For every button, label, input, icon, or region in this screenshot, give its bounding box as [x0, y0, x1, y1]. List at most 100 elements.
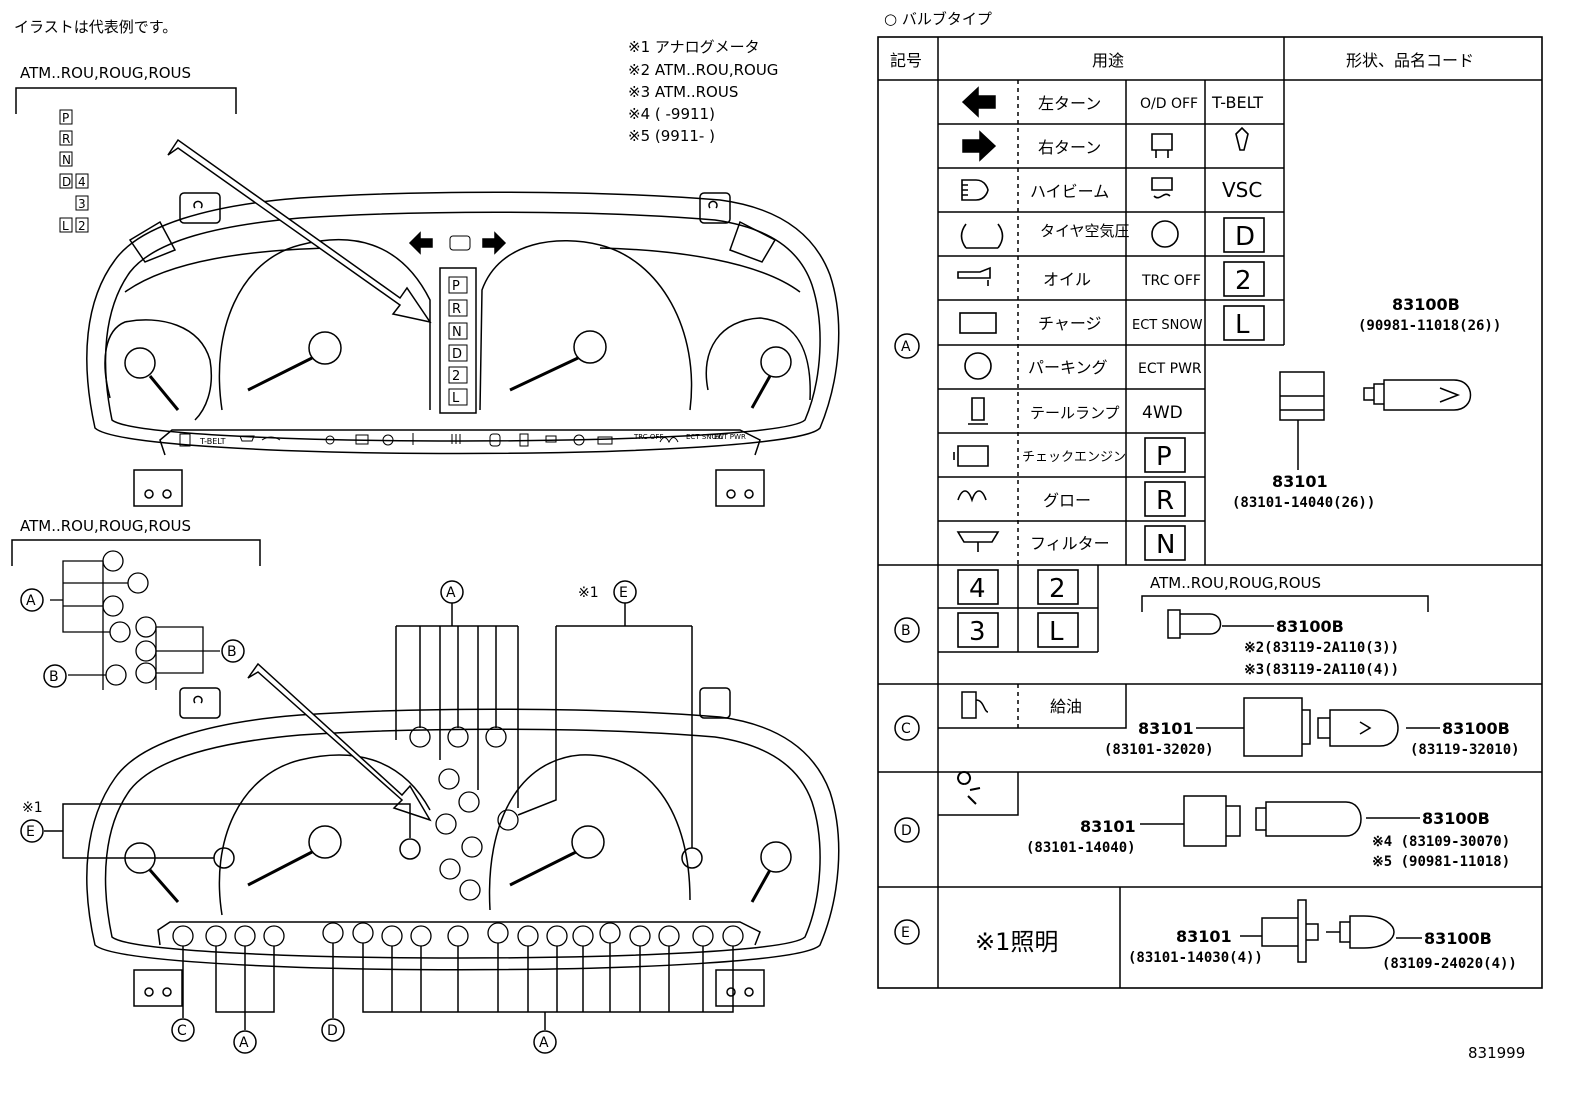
cluster-bottom: ATM..ROU,ROUG,ROUS A B B	[11, 517, 840, 1054]
ind-4wd: 4WD	[1142, 403, 1183, 423]
svg-text:※5 (90981-11018): ※5 (90981-11018)	[1372, 854, 1510, 870]
note-4: ※4 ( -9911)	[628, 105, 715, 123]
ind-d: D	[1235, 222, 1255, 252]
svg-text:(83101-14040(26)): (83101-14040(26))	[1232, 495, 1375, 511]
svg-text:(83101-14030(4)): (83101-14030(4))	[1128, 950, 1263, 966]
pointer-arrow-top	[167, 138, 432, 324]
svg-text:B: B	[227, 644, 237, 660]
telltale-strip-top	[159, 429, 761, 456]
oil-icon	[261, 436, 281, 441]
ind-od-off: O/D OFF	[1140, 96, 1198, 112]
svg-text:※3(83119-2A110(4)): ※3(83119-2A110(4))	[1244, 662, 1399, 678]
use-fuel: 給油	[1050, 697, 1082, 716]
cluster-bottom-outer	[86, 708, 840, 971]
svg-text:E: E	[619, 585, 628, 601]
filter-icon	[956, 531, 1000, 552]
model-label-top: ATM..ROU,ROUG,ROUS	[20, 64, 191, 82]
left-turn-icon	[408, 231, 433, 255]
ind-ect-pwr: ECT PWR	[1138, 361, 1202, 377]
svg-text:A: A	[239, 1035, 249, 1051]
svg-text:E: E	[26, 824, 35, 840]
model-bracket-top	[15, 87, 237, 114]
abs-icon	[573, 434, 585, 446]
use-tire-pressure: タイヤ空気圧	[1040, 222, 1130, 240]
engine-icon	[597, 436, 613, 445]
note-5: ※5 (9911- )	[628, 127, 715, 145]
right-turn-icon	[482, 231, 507, 255]
row-c-bulb-icon	[1317, 709, 1399, 747]
use-left-turn: 左ターン	[1038, 94, 1101, 113]
gear-window-top	[439, 267, 477, 414]
use-high-beam: ハイビーム	[1030, 182, 1109, 201]
shift-strip: P R N D 4 3 L 2	[59, 109, 89, 233]
svg-text:B: B	[901, 623, 911, 639]
use-parking: パーキング	[1028, 358, 1108, 377]
gear-r: R	[1156, 486, 1174, 516]
notes-list: ※1 アナログメータ ※2 ATM..ROU,ROUG ※3 ATM..ROUS…	[628, 38, 778, 145]
bottom-lug	[133, 469, 183, 507]
cluster-bottom-inner	[104, 728, 821, 959]
gear-n: N	[1156, 530, 1175, 560]
oil-icon	[957, 266, 991, 286]
use-right-turn: 右ターン	[1038, 138, 1101, 157]
fuel-icon	[179, 433, 191, 447]
ind-3: 3	[969, 617, 986, 647]
glow-icon	[957, 490, 987, 503]
callout-a-bottom-1	[233, 1030, 257, 1054]
svg-text:83100B: 83100B	[1424, 929, 1492, 948]
symbol-c	[894, 715, 920, 741]
svg-text:83101: 83101	[1080, 817, 1136, 836]
svg-text:C: C	[901, 721, 911, 737]
mount-tab	[179, 192, 221, 224]
svg-text:83101: 83101	[1176, 927, 1232, 946]
svg-text:(83101-14040): (83101-14040)	[1026, 840, 1136, 856]
cluster-top-inner	[104, 211, 821, 442]
shift-strip-d: D	[62, 175, 71, 189]
svg-text:B: B	[49, 669, 59, 685]
callout-a-left	[20, 588, 44, 612]
symbol-e	[894, 919, 920, 945]
ind-2: 2	[1235, 266, 1252, 296]
callout-b-right	[221, 639, 245, 663]
gear-top-r: R	[452, 302, 461, 317]
symbol-b	[894, 617, 920, 643]
gear-top-p: P	[452, 279, 460, 294]
svg-text:(83119-32010): (83119-32010)	[1410, 742, 1520, 758]
shift-strip-r: R	[62, 132, 70, 146]
gear-top-d: D	[452, 347, 462, 362]
fuel-icon	[961, 691, 989, 719]
row-b-bulb-icon	[1167, 609, 1222, 639]
svg-text:E: E	[901, 925, 910, 941]
battery-icon	[959, 312, 997, 334]
parking-icon	[964, 352, 992, 380]
svg-text:※4 (83109-30070): ※4 (83109-30070)	[1372, 834, 1510, 850]
ind-l-box	[1223, 305, 1265, 341]
cluster-top: ATM..ROU,ROUG,ROUS P R N D 4 3 L 2	[15, 64, 840, 507]
svg-text:A: A	[901, 339, 911, 355]
model-label-bottom: ATM..ROU,ROUG,ROUS	[20, 517, 191, 535]
ind-ect-snow: ECT SNOW	[1132, 318, 1203, 333]
header-shape: 形状、品名コード	[1346, 51, 1474, 70]
gear-r-box	[1144, 481, 1186, 517]
high-beam-icon	[961, 179, 989, 201]
ind-vsc: VSC	[1222, 178, 1262, 202]
ind-l: L	[1235, 310, 1250, 340]
use-glow: グロー	[1043, 491, 1091, 510]
gear-top-l: L	[452, 391, 460, 406]
tail-lamp-icon	[968, 397, 988, 425]
svg-text:C: C	[177, 1023, 187, 1039]
row-e-socket-icon	[1261, 899, 1319, 963]
svg-text:83100B: 83100B	[1392, 295, 1460, 314]
use-illumination: ※1照明	[975, 928, 1058, 956]
shift-strip-l: L	[62, 219, 69, 233]
use-tail-lamp: テールランプ	[1030, 404, 1120, 422]
telltale-ect-snow: ECT SNOW	[686, 433, 724, 441]
telltale-tbelt: T-BELT	[199, 437, 226, 446]
gear-top-n: N	[452, 325, 462, 340]
row-b-model: ATM..ROU,ROUG,ROUS	[1150, 574, 1321, 592]
gear-n-box	[1144, 525, 1186, 561]
header-symbol: 記号	[890, 51, 922, 70]
header-use: 用途	[1092, 51, 1124, 70]
callout-b-left	[43, 664, 67, 688]
